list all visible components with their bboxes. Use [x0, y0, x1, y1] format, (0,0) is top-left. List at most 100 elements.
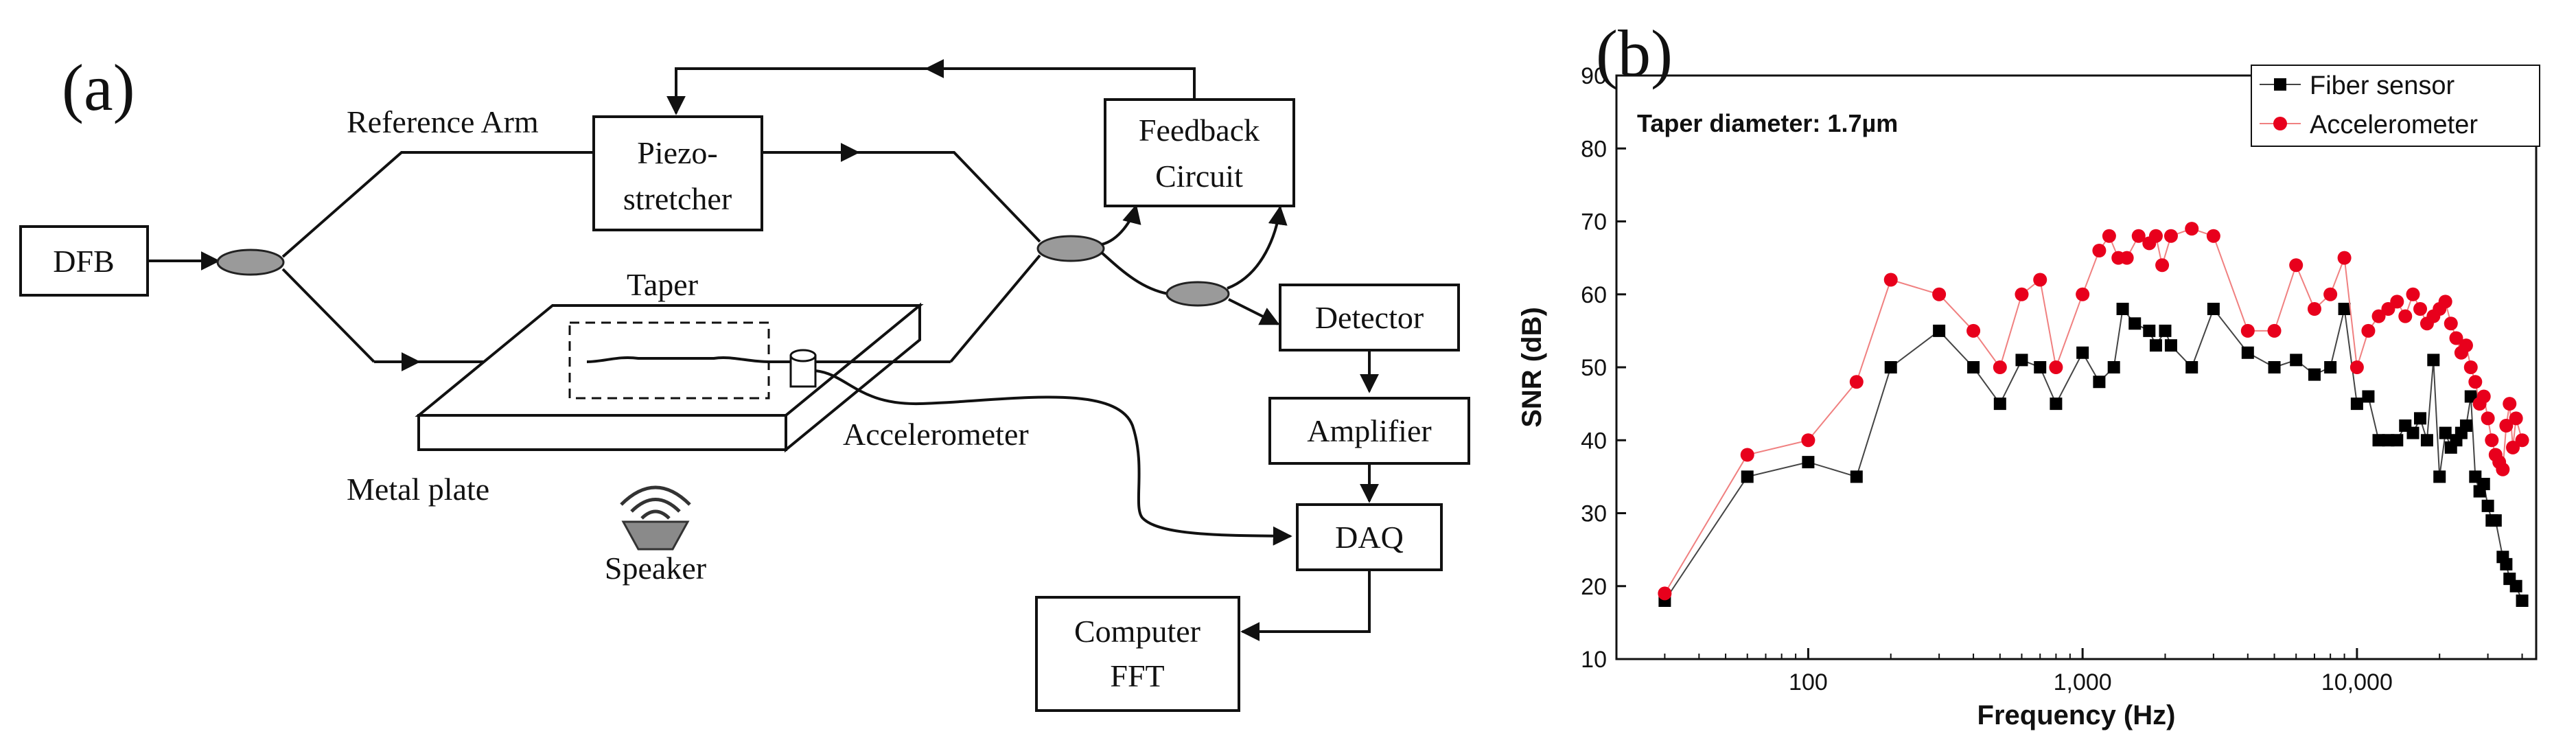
- legend-marker-fiber-sensor: [2274, 78, 2286, 91]
- fiber-sensor-point: [2185, 361, 2198, 373]
- accelerometer-point: [2049, 360, 2063, 374]
- accelerometer-point: [2206, 229, 2220, 243]
- fiber-sensor-point: [2290, 354, 2303, 367]
- computer-label-line2: FFT: [1110, 658, 1164, 693]
- coupler-to-tap: [1100, 251, 1169, 295]
- accelerometer-point: [2444, 316, 2458, 331]
- coupler-to-feedback: [1101, 204, 1141, 246]
- accelerometer-label: Accelerometer: [843, 417, 1029, 452]
- fiber-sensor-point: [2516, 595, 2529, 607]
- x-tick-label: 1,000: [2054, 669, 2112, 695]
- y-tick-label: 10: [1581, 647, 1607, 673]
- fiber-sensor-point: [1850, 470, 1863, 483]
- fiber-sensor-point: [2128, 317, 2142, 330]
- accelerometer-point: [2481, 411, 2495, 426]
- y-tick-label: 50: [1581, 355, 1607, 381]
- accelerometer-point: [2307, 302, 2321, 316]
- tap-to-feedback: [1227, 205, 1288, 290]
- fiber-sensor-point: [2459, 419, 2472, 432]
- tap-to-detector: [1228, 298, 1280, 325]
- fiber-sensor-point: [1967, 361, 1980, 373]
- fiber-sensor-point: [2116, 303, 2129, 315]
- accelerometer-point: [2337, 251, 2352, 265]
- accelerometer-point: [2033, 273, 2047, 287]
- output-coupler: [1036, 235, 1105, 262]
- fiber-sensor-point: [2427, 354, 2440, 367]
- piezo-label-line2: stretcher: [623, 181, 732, 216]
- plot-frame: [1615, 74, 2538, 660]
- fiber-sensor-point: [2034, 361, 2047, 373]
- fiber-sensor-point: [2241, 346, 2254, 359]
- feedback-to-piezo: [666, 67, 928, 115]
- accelerometer-point: [2120, 251, 2134, 265]
- dfb-label: DFB: [53, 244, 114, 279]
- x-tick-label: 10,000: [2321, 669, 2393, 695]
- accelerometer-point: [1849, 375, 1864, 389]
- computer-box: [1035, 596, 1240, 712]
- y-tick-label: 30: [1581, 501, 1607, 527]
- y-tick-label: 70: [1581, 209, 1607, 235]
- fiber-sensor-point: [2509, 579, 2522, 592]
- accelerometer-point: [2092, 244, 2107, 257]
- fiber-sensor-point: [2500, 557, 2513, 571]
- legend-label-fiber-sensor: Fiber sensor: [2310, 71, 2455, 100]
- legend-marker-accelerometer: [2273, 117, 2287, 130]
- fiber-sensor-point: [2464, 390, 2477, 403]
- accelerometer-point: [2076, 287, 2090, 301]
- accelerometer-point: [2267, 323, 2282, 338]
- legend-box: [2251, 65, 2540, 147]
- accelerometer-point: [2449, 331, 2463, 345]
- fiber-sensor-point: [2391, 434, 2404, 447]
- fiber-sensor-point: [1884, 361, 1897, 373]
- fiber-sensor-point: [1993, 397, 2006, 411]
- daq-label: DAQ: [1335, 520, 1404, 555]
- feedback-label-line1: Feedback: [1139, 113, 1260, 148]
- fiber-sensor-line: [1664, 307, 2523, 601]
- accelerometer-point: [2361, 323, 2376, 338]
- accelerometer-point: [2349, 360, 2364, 374]
- fiber-sensor-point: [2050, 397, 2063, 411]
- legend-label-accelerometer: Accelerometer: [2310, 111, 2478, 139]
- fiber-sensor-point: [2372, 434, 2385, 447]
- accelerometer-point: [2148, 229, 2163, 243]
- piezo-stretcher-box: [592, 115, 763, 231]
- daq-to-computer: [1240, 570, 1371, 641]
- accelerometer-point: [2503, 397, 2517, 411]
- accelerometer-point: [1740, 448, 1754, 462]
- metal-plate-side: [785, 302, 921, 453]
- sensing-arm-fiber-a: [281, 268, 375, 363]
- feedback-line-a: [933, 67, 1196, 100]
- sensing-arm-to-coupler: [949, 254, 1041, 363]
- x-tick-label: 100: [1789, 669, 1828, 695]
- fiber-sensor-point: [2350, 397, 2363, 411]
- input-coupler: [216, 249, 285, 276]
- x-axis: 100 1,000 10,000: [1616, 648, 2523, 695]
- panel-a-label: (a): [62, 51, 135, 124]
- dfb-box: [19, 225, 149, 297]
- reference-arm-to-coupler: [857, 151, 1041, 243]
- tap-coupler: [1165, 281, 1230, 307]
- detector-label: Detector: [1315, 300, 1424, 335]
- accelerometer-point: [1966, 323, 1981, 338]
- accelerometer-top: [789, 349, 817, 362]
- accelerometer-point: [2371, 309, 2386, 323]
- fiber-sensor-point: [1741, 470, 1754, 483]
- accelerometer-point: [2468, 375, 2483, 389]
- computer-label-line1: Computer: [1074, 614, 1200, 649]
- accelerometer-point: [1801, 433, 1815, 448]
- fiber-sensor-point: [2324, 361, 2337, 373]
- taper-diameter-annotation: Taper diameter: 1.7µm: [1637, 109, 1898, 137]
- y-tick-label: 90: [1581, 63, 1607, 89]
- y-tick-label: 80: [1581, 136, 1607, 162]
- amplifier-label: Amplifier: [1307, 413, 1431, 448]
- amplifier-box: [1268, 397, 1470, 465]
- accelerometer-point: [2390, 295, 2404, 309]
- fiber-sensor-point: [2439, 426, 2452, 439]
- reference-arm-fiber: [281, 151, 594, 258]
- detector-box: [1279, 284, 1460, 352]
- reference-arm-label: Reference Arm: [347, 104, 539, 139]
- legend: Fiber sensor Accelerometer: [2251, 65, 2540, 147]
